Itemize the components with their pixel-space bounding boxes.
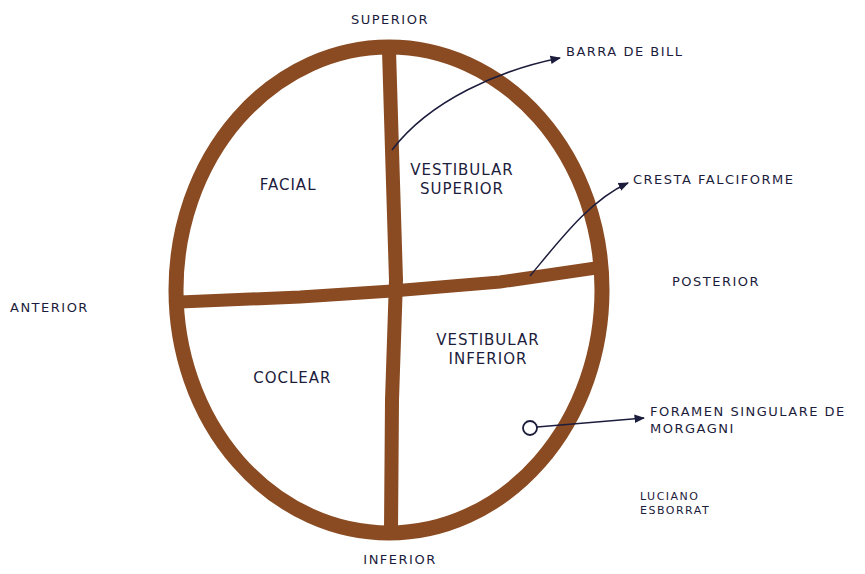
nerve-name: VESTIBULAR SUPERIOR: [403, 161, 521, 199]
orientation-label: SUPERIOR: [351, 12, 429, 29]
canal-wall: [176, 47, 602, 533]
leader-line: [392, 58, 560, 150]
nerve-name: COCLEAR: [253, 369, 332, 388]
nerve-name: FACIAL: [260, 176, 317, 195]
canal-quadrant: VESTIBULAR SUPERIOR: [397, 157, 527, 203]
canal-quadrant: COCLEAR: [247, 365, 338, 392]
foramen-marker: [523, 421, 537, 435]
nerve-name: VESTIBULAR INFERIOR: [429, 331, 547, 369]
canal-quadrant: FACIAL: [254, 172, 323, 199]
orientation-label: ANTERIOR: [10, 300, 89, 317]
orientation-label: INFERIOR: [363, 552, 436, 569]
orientation-label: POSTERIOR: [672, 274, 760, 291]
author-note: LUCIANO ESBORRAT: [640, 490, 730, 519]
transverse-crest: [180, 268, 596, 302]
canal-quadrant: VESTIBULAR INFERIOR: [423, 327, 553, 373]
leader-line: [530, 183, 628, 276]
part-name: CRESTA FALCIFORME: [633, 172, 795, 189]
part-name: FORAMEN SINGULARE DE MORGAGNI: [650, 404, 850, 438]
leader-line: [537, 418, 644, 427]
part-name: BARRA DE BILL: [566, 44, 683, 61]
